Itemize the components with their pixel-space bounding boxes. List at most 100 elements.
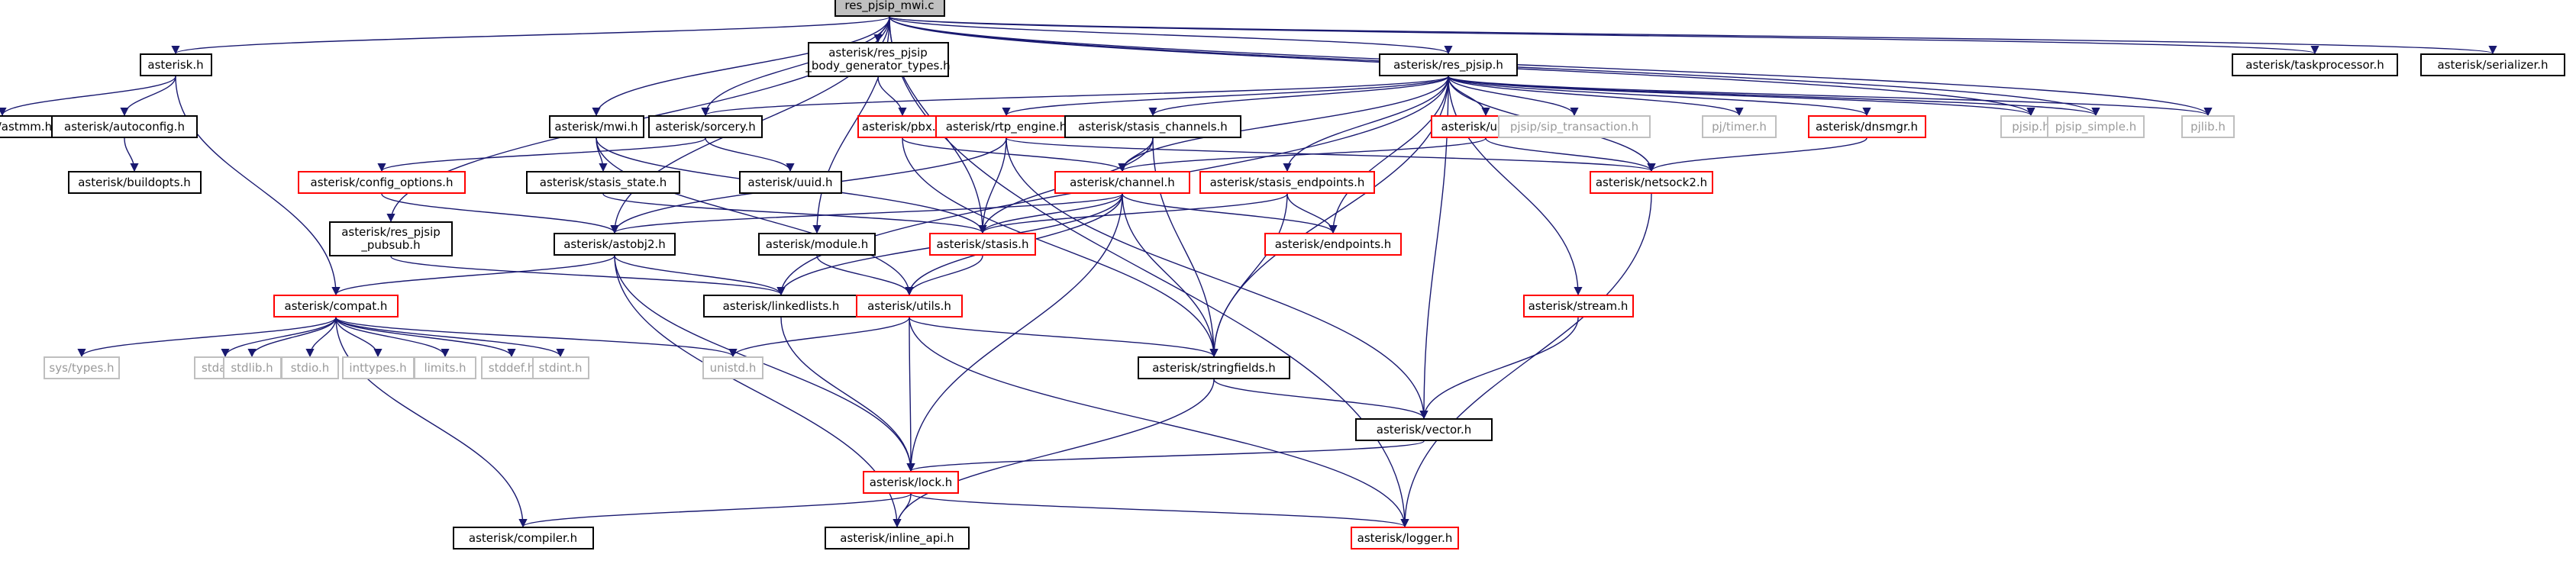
edge-res-pjsip-h-to-rtp-engine-h (1002, 76, 1449, 117)
edge-stringfields-h-to-inline-api-h (893, 379, 1215, 528)
node-stdint-h[interactable]: stdint.h (531, 356, 589, 379)
edge-res-pjsip-h-to-stringfields-h (1209, 76, 1449, 358)
edge-res-pjsip-mwi-c-to-pjlib-h (889, 16, 2213, 117)
edge-asterisk-h-to-astmm-h (0, 76, 176, 117)
node-stdlib-h[interactable]: stdlib.h (222, 356, 282, 379)
node-label: asterisk/logger.h (1357, 530, 1453, 545)
node-netsock2-h[interactable]: asterisk/netsock2.h (1590, 171, 1713, 194)
edge-pbx-h-to-stringfields-h (902, 137, 1219, 358)
node-uuid-h[interactable]: asterisk/uuid.h (738, 171, 842, 194)
edge-rtp-engine-h-to-vector-h (1006, 137, 1428, 420)
edge-compat-h-to-stdint-h (335, 317, 565, 358)
edge-astobj2-h-to-compat-h (331, 255, 615, 296)
edge-res-pjsip-h-to-pjsip-simple-h (1448, 76, 2100, 117)
node-stringfields-h[interactable]: asterisk/stringfields.h (1138, 356, 1290, 379)
node-stasis-h[interactable]: asterisk/stasis.h (929, 233, 1036, 256)
node-label: asterisk/linkedlists.h (722, 298, 840, 313)
edge-res-pjsip-mwi-c-to-sorcery-h (701, 16, 890, 117)
node-stasis-state-h[interactable]: asterisk/stasis_state.h (526, 171, 680, 194)
node-serializer-h[interactable]: asterisk/serializer.h (2420, 53, 2565, 76)
node-stream-h[interactable]: asterisk/stream.h (1522, 295, 1634, 317)
node-mwi-h[interactable]: asterisk/mwi.h (548, 115, 644, 138)
node-rtp-engine-h[interactable]: asterisk/rtp_engine.h (935, 115, 1077, 138)
edge-res-pjsip-h-to-sip-transaction-h (1448, 76, 1579, 117)
node-compat-h[interactable]: asterisk/compat.h (273, 295, 399, 317)
edge-res-pjsip-h-to-stream-h (1448, 76, 1583, 296)
edge-netsock2-h-to-logger-h (1400, 193, 1652, 528)
node-logger-h[interactable]: asterisk/logger.h (1351, 527, 1459, 549)
node-res-pjsip-h[interactable]: asterisk/res_pjsip.h (1379, 53, 1518, 76)
edge-res-pjsip-h-to-channel-h (1118, 76, 1449, 172)
edge-compat-h-to-limits-h (335, 317, 450, 358)
node-endpoints-h[interactable]: asterisk/endpoints.h (1264, 233, 1402, 256)
node-buildopts-h[interactable]: asterisk/buildopts.h (67, 171, 202, 194)
node-label: asterisk/utils.h (867, 298, 951, 313)
node-label: asterisk/res_pjsip.h (1393, 57, 1503, 72)
node-label: limits.h (424, 360, 466, 375)
node-stasis-channels-h[interactable]: asterisk/stasis_channels.h (1064, 115, 1241, 138)
node-label: asterisk/netsock2.h (1595, 175, 1708, 189)
node-channel-h[interactable]: asterisk/channel.h (1054, 171, 1190, 194)
node-label: asterisk/channel.h (1070, 175, 1175, 189)
node-label: asterisk.h (147, 57, 204, 72)
edge-linkedlists-h-to-lock-h (780, 317, 915, 472)
node-compiler-h[interactable]: asterisk/compiler.h (452, 527, 594, 549)
node-pbx-h[interactable]: asterisk/pbx.h (857, 115, 947, 138)
edge-autoconfig-h-to-buildopts-h (124, 137, 139, 172)
edge-res-pjsip-h-to-stasis-endpoints-h (1283, 76, 1449, 172)
node-asterisk-h[interactable]: asterisk.h (139, 53, 212, 76)
edge-sorcery-h-to-uuid-h (705, 137, 795, 172)
node-linkedlists-h[interactable]: asterisk/linkedlists.h (703, 295, 859, 317)
node-module-h[interactable]: asterisk/module.h (758, 233, 876, 256)
edge-stringfields-h-to-vector-h (1213, 379, 1428, 420)
node-label: pj/timer.h (1712, 119, 1767, 134)
edge-asterisk-h-to-autoconfig-h (120, 76, 176, 117)
node-inttypes-h[interactable]: inttypes.h (341, 356, 415, 379)
edge-channel-h-to-lock-h (906, 193, 1123, 472)
edge-astobj2-h-to-linkedlists-h (614, 255, 786, 296)
node-utils-h[interactable]: asterisk/utils.h (856, 295, 963, 317)
node-sip-transaction-h[interactable]: pjsip/sip_transaction.h (1498, 115, 1651, 138)
node-config-options-h[interactable]: asterisk/config_options.h (298, 171, 466, 194)
node-res-pjsip-body-generator-types-h[interactable]: asterisk/res_pjsip _body_generator_types… (805, 42, 951, 77)
node-lock-h[interactable]: asterisk/lock.h (863, 471, 959, 494)
node-pjsip-simple-h[interactable]: pjsip_simple.h (2047, 115, 2145, 138)
node-label: asterisk/taskprocessor.h (2245, 57, 2384, 72)
node-label: asterisk/rtp_engine.h (945, 119, 1067, 134)
node-vector-h[interactable]: asterisk/vector.h (1355, 418, 1493, 441)
node-stdio-h[interactable]: stdio.h (281, 356, 339, 379)
node-taskprocessor-h[interactable]: asterisk/taskprocessor.h (2232, 53, 2398, 76)
node-res-pjsip-pubsub-h[interactable]: asterisk/res_pjsip _pubsub.h (329, 221, 453, 256)
edge-compat-h-to-stdio-h (305, 317, 337, 358)
node-limits-h[interactable]: limits.h (414, 356, 476, 379)
node-label: asterisk/res_pjsip _body_generator_types… (805, 46, 951, 73)
edge-pbx-h-to-channel-h (902, 137, 1127, 172)
edge-stasis-endpoints-h-to-stasis-h (978, 193, 1288, 234)
node-res-pjsip-mwi-c[interactable]: res_pjsip_mwi.c (834, 0, 945, 17)
edge-compat-h-to-compiler-h (335, 317, 528, 528)
edge-res-pjsip-pubsub-h-to-linkedlists-h (390, 256, 786, 296)
edge-utils-h-to-unistd-h (728, 317, 910, 358)
node-inline-api-h[interactable]: asterisk/inline_api.h (825, 527, 970, 549)
node-label: asterisk/sorcery.h (655, 119, 756, 134)
edge-utils-h-to-stringfields-h (909, 317, 1219, 358)
node-autoconfig-h[interactable]: asterisk/autoconfig.h (51, 115, 198, 138)
edge-compat-h-to-stdarg-h (221, 317, 337, 358)
node-astmm-h[interactable]: asterisk/astmm.h (0, 115, 56, 138)
edge-mwi-h-to-utils-h (596, 137, 914, 296)
node-pj-timer-h[interactable]: pj/timer.h (1702, 115, 1777, 138)
node-label: asterisk/stasis_state.h (539, 175, 667, 189)
node-unistd-h[interactable]: unistd.h (702, 356, 763, 379)
node-pjlib-h[interactable]: pjlib.h (2181, 115, 2235, 138)
edge-stasis-endpoints-h-to-stringfields-h (1209, 193, 1288, 358)
node-label: pjsip_simple.h (2055, 119, 2137, 134)
node-sorcery-h[interactable]: asterisk/sorcery.h (648, 115, 763, 138)
node-sys-types-h[interactable]: sys/types.h (44, 356, 120, 379)
edge-res-pjsip-h-to-dnsmgr-h (1448, 76, 1871, 117)
node-stasis-endpoints-h[interactable]: asterisk/stasis_endpoints.h (1199, 171, 1375, 194)
edge-res-pjsip-body-generator-types-h-to-pbx-h (877, 76, 907, 117)
node-dnsmgr-h[interactable]: asterisk/dnsmgr.h (1807, 115, 1926, 138)
edge-dnsmgr-h-to-netsock2-h (1647, 137, 1867, 172)
node-astobj2-h[interactable]: asterisk/astobj2.h (554, 233, 676, 256)
